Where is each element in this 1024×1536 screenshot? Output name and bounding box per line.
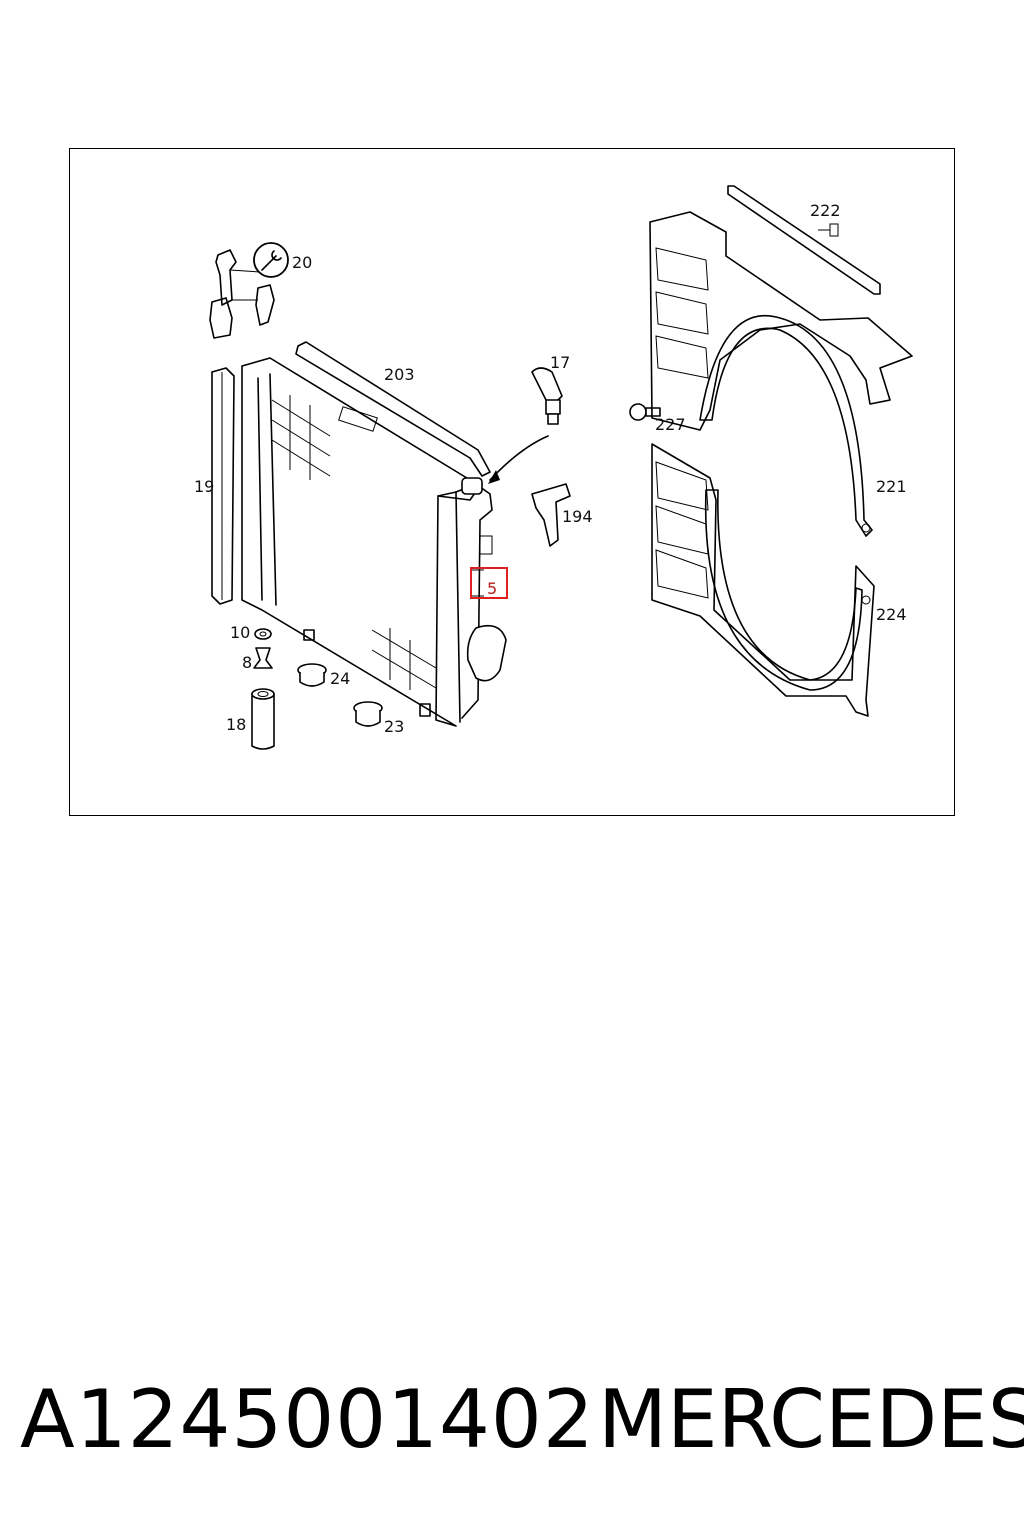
- bleed-valve-part-17: [531, 367, 563, 425]
- label-10: 10: [230, 623, 250, 642]
- mount-part-24: [297, 663, 327, 687]
- label-221: 221: [876, 477, 907, 496]
- brand-name: MERCEDES: [598, 1373, 1024, 1466]
- label-222: 222: [810, 201, 841, 220]
- shroud-upper-part-221: [649, 211, 913, 537]
- seal-strip-part-19: [211, 367, 235, 605]
- label-8: 8: [242, 653, 252, 672]
- label-224: 224: [876, 605, 907, 624]
- label-17: 17: [550, 353, 570, 372]
- bolt-part-227: [629, 403, 661, 421]
- label-24: 24: [330, 669, 350, 688]
- label-23: 23: [384, 717, 404, 736]
- wrench-icon: [253, 242, 289, 278]
- label-20: 20: [292, 253, 312, 272]
- footer: A1245001402 MERCEDES: [0, 1370, 1024, 1470]
- grommet-part-8: [253, 647, 273, 669]
- arrow-head: [488, 470, 500, 484]
- washer-part-10: [254, 628, 272, 640]
- label-18: 18: [226, 715, 246, 734]
- label-19: 19: [194, 477, 214, 496]
- strip-part-222: [727, 185, 881, 295]
- label-203: 203: [384, 365, 415, 384]
- part-number: A1245001402: [20, 1373, 595, 1466]
- clip-part-20: [209, 249, 275, 339]
- sleeve-part-18: [251, 688, 275, 750]
- bracket-part-194: [531, 483, 571, 547]
- shroud-lower-part-224: [651, 443, 875, 717]
- label-227: 227: [655, 415, 686, 434]
- mount-part-23: [353, 701, 383, 727]
- label-5: 5: [487, 579, 497, 598]
- pointer-arrow: [489, 435, 549, 481]
- radiator: [241, 357, 507, 727]
- label-194: 194: [562, 507, 593, 526]
- highlight-box-5: [470, 567, 508, 599]
- upper-seal-part-203: [295, 341, 491, 477]
